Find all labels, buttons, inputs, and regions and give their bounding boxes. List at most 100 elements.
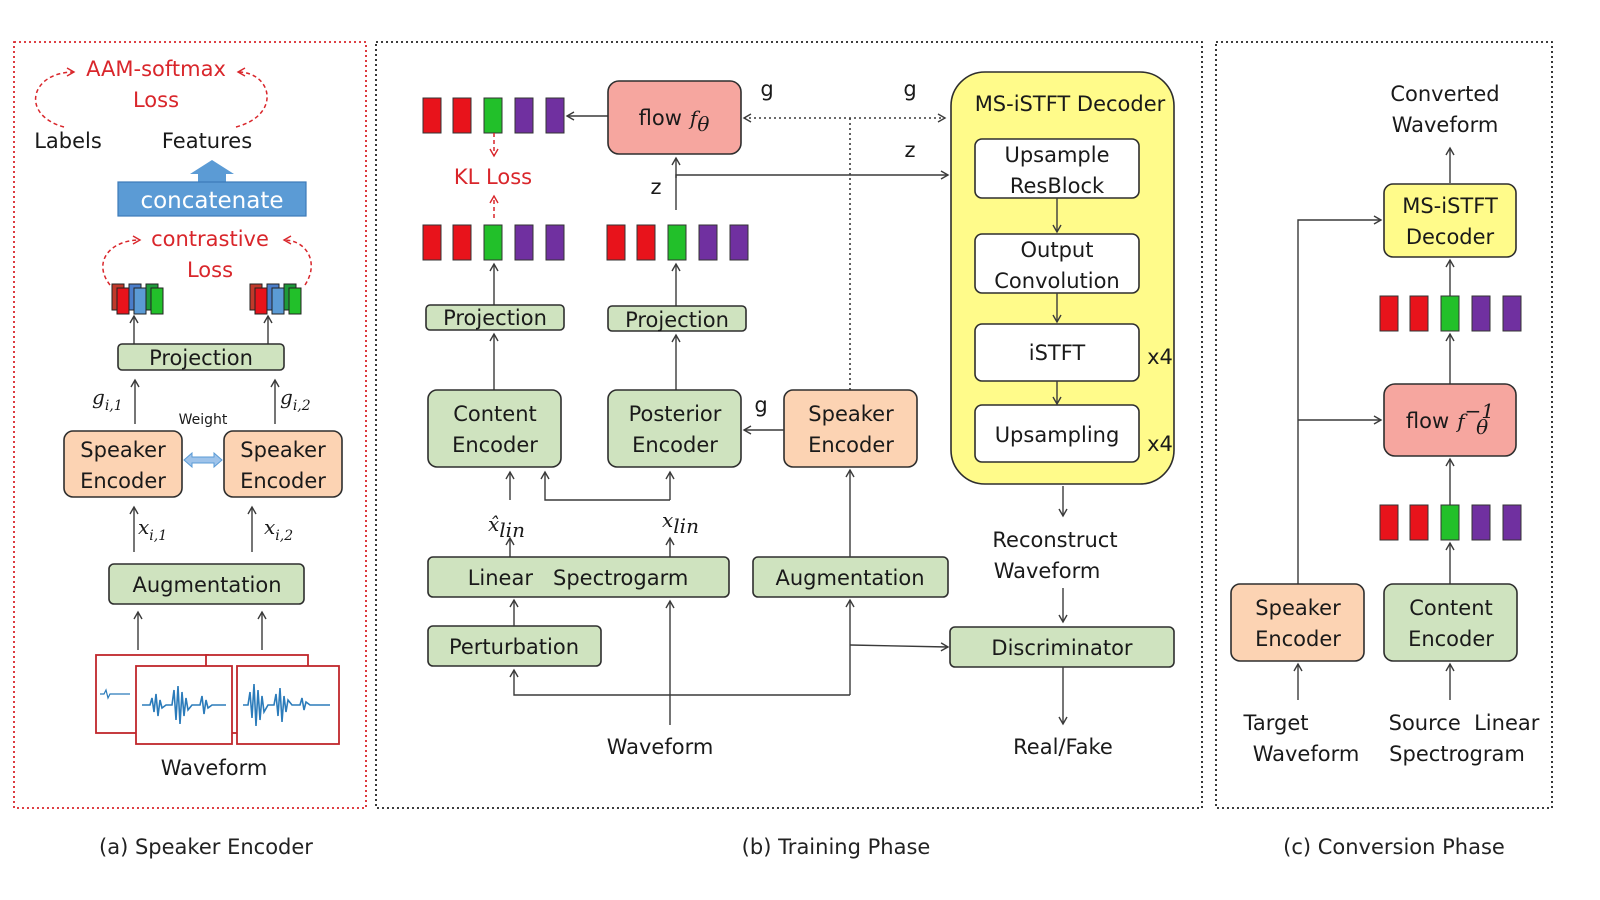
projection-block-posterior bbox=[607, 305, 747, 332]
linear-spectrogram-label: Linear Spectrogarm bbox=[468, 566, 689, 590]
g-i2-label: gi,2 bbox=[280, 385, 311, 414]
flow-block bbox=[607, 80, 742, 155]
aam-softmax-label: AAM-softmax bbox=[86, 57, 226, 81]
speaker-encoder-b bbox=[783, 389, 918, 468]
speaker-encoder-c bbox=[1230, 583, 1365, 662]
embedding-stack-left bbox=[111, 283, 164, 315]
caption-a: (a) Speaker Encoder bbox=[99, 835, 313, 859]
svg-text:Content: Content bbox=[453, 402, 537, 426]
projection-block-content bbox=[425, 304, 565, 331]
features-label: Features bbox=[162, 129, 252, 153]
x-i1-label: xi,1 bbox=[138, 515, 167, 544]
g-label-flow: g bbox=[760, 77, 773, 101]
svg-text:Encoder: Encoder bbox=[452, 433, 538, 457]
x4-label-upsampling: x4 bbox=[1147, 432, 1173, 456]
ms-istft-decoder-c bbox=[1383, 183, 1517, 258]
content-encoder-b bbox=[427, 389, 562, 468]
concatenate-label: concatenate bbox=[140, 188, 283, 214]
content-tokens bbox=[422, 224, 565, 261]
weight-label: Weight bbox=[179, 412, 228, 428]
svg-text:Speaker: Speaker bbox=[808, 402, 894, 426]
x4-label-istft: x4 bbox=[1147, 345, 1173, 369]
svg-text:Encoder: Encoder bbox=[240, 469, 326, 493]
svg-text:Speaker: Speaker bbox=[80, 438, 166, 462]
z-label-decoder: z bbox=[904, 138, 915, 162]
converted-tokens bbox=[1379, 295, 1522, 332]
svg-text:Encoder: Encoder bbox=[1255, 627, 1341, 651]
svg-text:iSTFT: iSTFT bbox=[1029, 341, 1086, 365]
svg-text:Convolution: Convolution bbox=[994, 269, 1119, 293]
converted-waveform-label: Waveform bbox=[1392, 113, 1499, 137]
projection-label-content: Projection bbox=[443, 306, 547, 330]
g-label-posterior: g bbox=[754, 393, 767, 417]
g-i1-label: gi,1 bbox=[92, 385, 123, 414]
x-lin-label: xlin bbox=[662, 508, 699, 538]
reconstruct-label: Reconstruct bbox=[992, 528, 1117, 552]
contrastive-loss-label: Loss bbox=[187, 258, 233, 282]
projection-label-posterior: Projection bbox=[625, 308, 729, 332]
panel-speaker-encoder: AAM-softmax Loss Labels Features concate… bbox=[13, 41, 367, 809]
waveform-label-a: Waveform bbox=[161, 756, 268, 780]
decoder-title: MS-iSTFT Decoder bbox=[975, 92, 1166, 116]
kl-loss-label: KL Loss bbox=[454, 165, 532, 189]
x-i2-label: xi,2 bbox=[264, 515, 293, 544]
svg-text:Encoder: Encoder bbox=[1408, 627, 1494, 651]
upsampling-block bbox=[974, 404, 1140, 463]
posterior-encoder-b bbox=[607, 389, 742, 468]
concatenate-arrow-icon bbox=[190, 160, 234, 183]
speaker-encoder-a2 bbox=[223, 430, 343, 498]
posterior-tokens bbox=[606, 224, 749, 261]
target-waveform-label: Waveform bbox=[1253, 742, 1360, 766]
discriminator-block bbox=[949, 626, 1175, 668]
svg-text:Upsampling: Upsampling bbox=[995, 423, 1120, 447]
projection-label-a: Projection bbox=[149, 346, 253, 370]
speaker-encoder-a1 bbox=[63, 430, 183, 498]
svg-text:Encoder: Encoder bbox=[808, 433, 894, 457]
svg-text:Upsample: Upsample bbox=[1004, 143, 1109, 167]
caption-b: (b) Training Phase bbox=[742, 835, 931, 859]
concatenate-block bbox=[117, 181, 307, 217]
panel-conversion-phase: Converted Waveform MS-iSTFT Decoder flow… bbox=[1215, 41, 1553, 809]
source-linear-label: Source Linear bbox=[1389, 711, 1540, 735]
augmentation-block-a bbox=[108, 563, 305, 605]
xhat-lin-label: x̂lin bbox=[488, 512, 525, 542]
target-label: Target bbox=[1243, 711, 1309, 735]
svg-text:Output: Output bbox=[1021, 238, 1094, 262]
weight-sharing-icon bbox=[183, 451, 223, 469]
waveform-label-b: Waveform bbox=[607, 735, 714, 759]
real-fake-label: Real/Fake bbox=[1013, 735, 1113, 759]
embedding-stack-right bbox=[249, 283, 302, 315]
contrastive-label: contrastive bbox=[151, 227, 269, 251]
svg-text:ResBlock: ResBlock bbox=[1010, 174, 1105, 198]
svg-text:Decoder: Decoder bbox=[1406, 225, 1495, 249]
perturbation-label: Perturbation bbox=[449, 635, 579, 659]
source-content-tokens bbox=[1379, 504, 1522, 541]
svg-text:Encoder: Encoder bbox=[80, 469, 166, 493]
augmentation-label-a: Augmentation bbox=[132, 573, 281, 597]
aam-loss-label: Loss bbox=[133, 88, 179, 112]
caption-c: (c) Conversion Phase bbox=[1283, 835, 1505, 859]
svg-text:Posterior: Posterior bbox=[629, 402, 722, 426]
latent-tokens-top bbox=[422, 97, 565, 134]
waveform-images-a bbox=[95, 654, 340, 745]
svg-text:Encoder: Encoder bbox=[632, 433, 718, 457]
inverse-flow-block bbox=[1383, 383, 1517, 457]
g-label-decoder: g bbox=[903, 77, 916, 101]
augmentation-label-b: Augmentation bbox=[775, 566, 924, 590]
svg-text:MS-iSTFT: MS-iSTFT bbox=[1402, 194, 1498, 218]
content-encoder-c bbox=[1383, 583, 1518, 662]
discriminator-label: Discriminator bbox=[991, 636, 1133, 660]
svg-text:Content: Content bbox=[1409, 596, 1493, 620]
labels-label: Labels bbox=[34, 129, 102, 153]
reconstruct-waveform-label: Waveform bbox=[994, 559, 1101, 583]
z-label-flow: z bbox=[650, 175, 661, 199]
svg-text:Speaker: Speaker bbox=[1255, 596, 1341, 620]
spectrogram-label: Spectrogram bbox=[1389, 742, 1525, 766]
converted-label: Converted bbox=[1390, 82, 1499, 106]
projection-block-a bbox=[117, 343, 285, 371]
svg-text:Speaker: Speaker bbox=[240, 438, 326, 462]
